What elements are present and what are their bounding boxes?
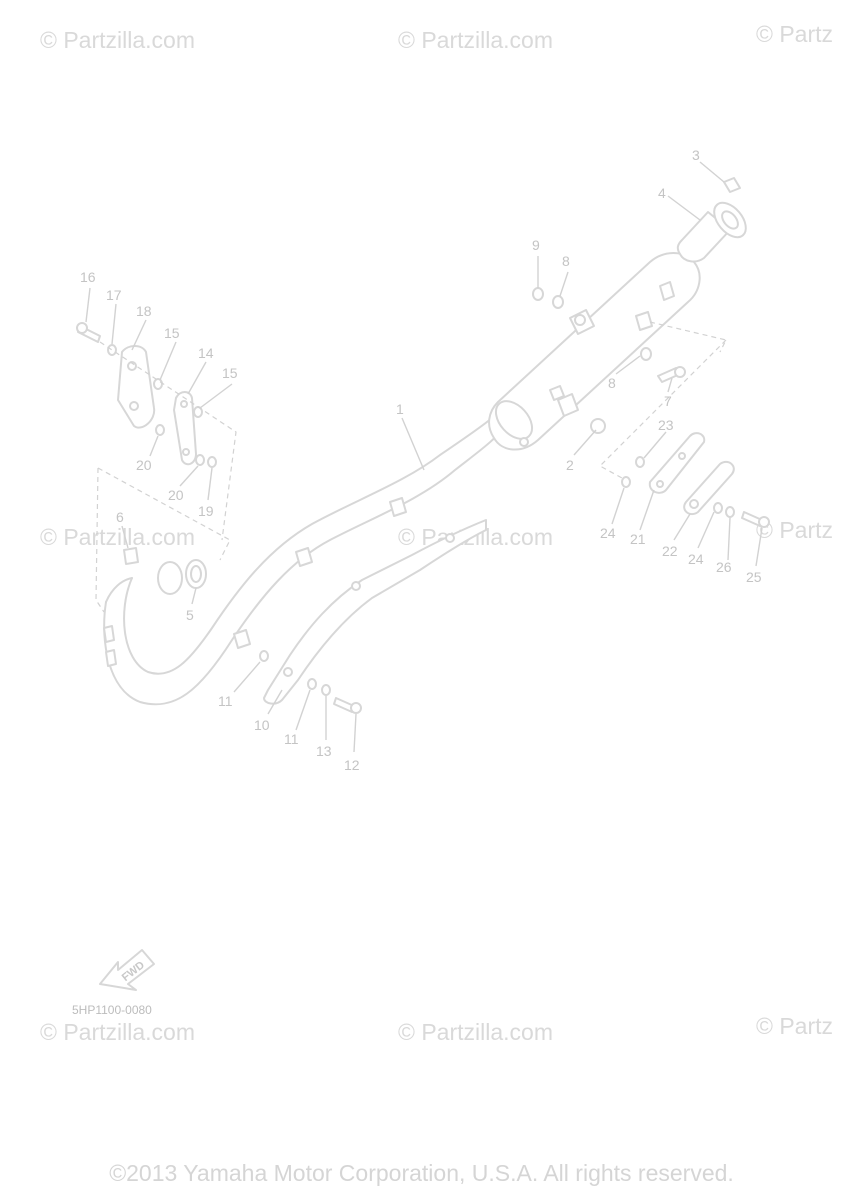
callout-8: 8 — [562, 253, 570, 269]
exhaust-pipe — [103, 417, 506, 706]
copyright-notice: ©2013 Yamaha Motor Corporation, U.S.A. A… — [109, 1160, 734, 1186]
callout-19: 19 — [198, 503, 214, 519]
exhaust-bracket-right — [621, 432, 770, 528]
watermark: © Partz — [756, 21, 833, 47]
callout-16: 16 — [80, 269, 96, 285]
fasteners — [259, 287, 686, 714]
leader-lines — [85, 161, 763, 753]
callout-1: 1 — [396, 401, 404, 417]
watermark: © Partzilla.com — [40, 27, 195, 53]
watermark: © Partzilla.com — [398, 1019, 553, 1045]
diagram-code: 5HP1100-0080 — [72, 1003, 152, 1017]
watermark: © Partzilla.com — [40, 524, 195, 550]
callout-7: 7 — [664, 393, 672, 409]
callout-6: 6 — [116, 509, 124, 525]
watermark: © Partz — [756, 1013, 833, 1039]
callout-13: 13 — [316, 743, 332, 759]
callout-15: 15 — [222, 365, 238, 381]
callout-11: 11 — [284, 731, 299, 747]
callout-20: 20 — [136, 457, 152, 473]
watermark: © Partzilla.com — [398, 27, 553, 53]
callout-22: 22 — [662, 543, 678, 559]
exhaust-gasket — [123, 547, 207, 595]
callout-10: 10 — [254, 717, 270, 733]
callout-4: 4 — [658, 185, 666, 201]
tail-pipe — [676, 177, 747, 263]
callout-9: 9 — [532, 237, 540, 253]
callout-26: 26 — [716, 559, 732, 575]
forward-arrow: FWD — [99, 949, 155, 991]
exhaust-bracket-left — [76, 322, 217, 468]
heat-protector — [263, 519, 487, 705]
callout-5: 5 — [186, 607, 194, 623]
callout-17: 17 — [106, 287, 122, 303]
callout-20: 20 — [168, 487, 184, 503]
callout-3: 3 — [692, 147, 700, 163]
callout-15: 15 — [164, 325, 180, 341]
callout-25: 25 — [746, 569, 762, 585]
callout-24: 24 — [600, 525, 616, 541]
callout-24: 24 — [688, 551, 704, 567]
callout-12: 12 — [344, 757, 360, 773]
callout-18: 18 — [136, 303, 152, 319]
callout-23: 23 — [658, 417, 674, 433]
callout-8: 8 — [608, 375, 616, 391]
callout-14: 14 — [198, 345, 214, 361]
callout-2: 2 — [566, 457, 574, 473]
assembly-guides — [95, 321, 727, 613]
callout-11: 11 — [218, 693, 233, 709]
callout-21: 21 — [630, 531, 646, 547]
muffler — [488, 252, 701, 451]
watermarks: © Partzilla.com © Partzilla.com © Partz … — [40, 21, 833, 1045]
callouts: 1 2 3 4 5 6 7 8 8 9 10 11 11 12 13 14 15… — [80, 147, 762, 773]
watermark: © Partzilla.com — [40, 1019, 195, 1045]
